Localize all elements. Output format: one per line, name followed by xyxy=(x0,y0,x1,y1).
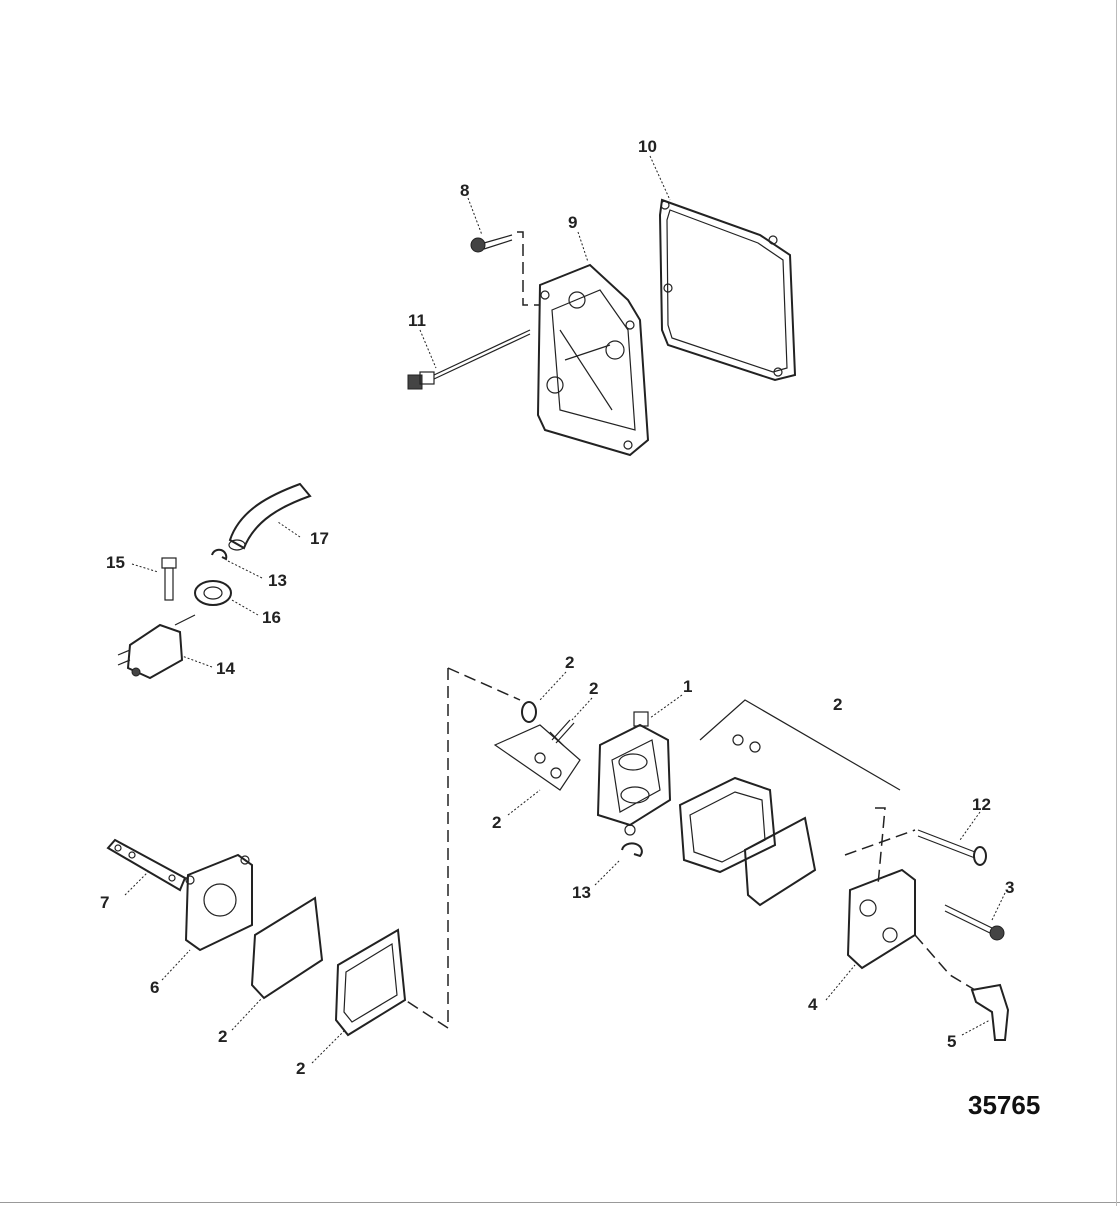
clamp-part-13 xyxy=(211,548,228,561)
screw-part-3 xyxy=(944,904,1005,941)
callout-14: 14 xyxy=(216,659,235,678)
bottom-border xyxy=(0,1202,1120,1203)
callout-16: 16 xyxy=(262,608,281,627)
grommet-part-16 xyxy=(194,580,232,606)
callout-2f: 2 xyxy=(296,1059,305,1078)
callout-9: 9 xyxy=(568,213,577,232)
callout-1: 1 xyxy=(683,677,692,696)
callout-17: 17 xyxy=(310,529,329,548)
callout-labels: 10 8 9 11 17 15 13 16 14 2 2 1 2 2 12 13… xyxy=(100,137,1014,1078)
right-border xyxy=(1116,0,1117,1206)
callout-15: 15 xyxy=(106,553,125,572)
callout-11: 11 xyxy=(408,311,426,330)
callout-3: 3 xyxy=(1005,878,1014,897)
link-part-7 xyxy=(106,838,187,892)
callout-10: 10 xyxy=(638,137,657,156)
screw-part-8 xyxy=(470,231,540,306)
callout-2c: 2 xyxy=(833,695,842,714)
check-valve-parts-2 xyxy=(493,699,901,791)
figure-number: 35765 xyxy=(968,1090,1040,1120)
elbow-fitting-part-5 xyxy=(914,934,1010,1041)
diaphragm-left xyxy=(250,896,407,1037)
callout-2d: 2 xyxy=(492,813,501,832)
bolt-part-15 xyxy=(161,557,177,601)
callout-13a: 13 xyxy=(268,571,287,590)
valve-part-14 xyxy=(117,614,196,680)
hose-part-17 xyxy=(228,482,312,551)
adapter-plate-part-6 xyxy=(184,853,253,952)
callout-6: 6 xyxy=(150,978,159,997)
callout-2a: 2 xyxy=(565,653,574,672)
diaphragm-right xyxy=(678,776,817,907)
callout-2b: 2 xyxy=(589,679,598,698)
screw-part-12 xyxy=(844,829,987,866)
sensor-part-11 xyxy=(407,329,531,390)
callout-5: 5 xyxy=(947,1032,956,1051)
callout-8: 8 xyxy=(460,181,469,200)
callout-12: 12 xyxy=(972,795,991,814)
callout-7: 7 xyxy=(100,893,109,912)
callout-13b: 13 xyxy=(572,883,591,902)
assembly-line xyxy=(404,667,521,1030)
callout-4: 4 xyxy=(808,995,818,1014)
clamp-part-13-lower xyxy=(621,842,643,858)
gasket-part-10 xyxy=(658,198,797,382)
pump-cover-part-4 xyxy=(846,807,916,970)
pump-body-part-1 xyxy=(596,711,672,836)
leader-lines xyxy=(124,155,1006,1064)
callout-2e: 2 xyxy=(218,1027,227,1046)
cover-plate-part-9 xyxy=(536,263,650,457)
